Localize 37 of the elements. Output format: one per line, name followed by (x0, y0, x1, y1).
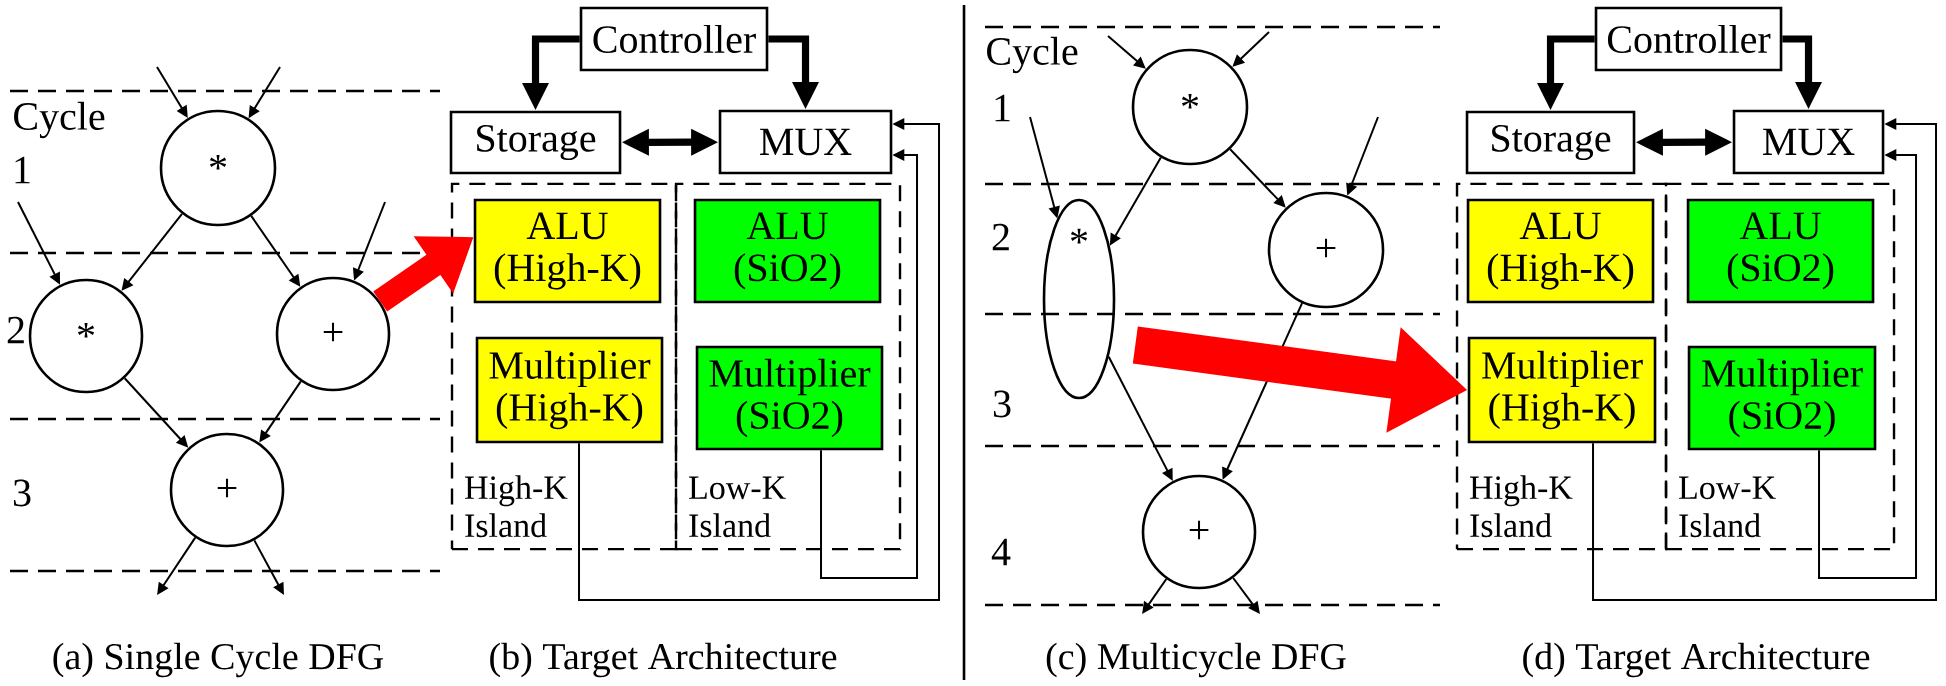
arrow (1592, 118, 1937, 601)
block-box: Storage (1465, 110, 1636, 175)
functional-unit-box: ALU (High-K) (473, 198, 662, 304)
cycle-number: 3 (13, 479, 31, 507)
panel-caption: (b) Target Architecture (490, 642, 837, 678)
block-box: Storage (449, 110, 622, 175)
cycle-number: 3 (993, 390, 1011, 418)
block-box: MUX (718, 109, 893, 175)
arrow (1107, 35, 1146, 69)
arrow (820, 149, 918, 579)
block-box: Controller (579, 6, 769, 72)
panel-caption: (a) Single Cycle DFG (53, 642, 384, 678)
functional-unit-box: ALU (High-K) (1466, 198, 1655, 304)
arrow (157, 536, 197, 595)
arrow (1818, 149, 1918, 579)
functional-unit-box: Multiplier (SiO2) (1687, 345, 1877, 451)
arrow (1142, 578, 1168, 614)
functional-unit-box: Multiplier (High-K) (475, 336, 664, 444)
block-box: MUX (1732, 109, 1885, 175)
functional-unit-box: ALU (SiO2) (693, 198, 882, 304)
functional-unit-box: ALU (SiO2) (1686, 198, 1875, 304)
arrow (1232, 577, 1260, 614)
arrow (1229, 148, 1286, 208)
cycle-number: 1 (995, 94, 1010, 122)
arrow (578, 118, 940, 601)
cycle-number: 1 (15, 156, 30, 184)
cycle-label: Cycle (14, 101, 105, 139)
cycle-number: 4 (991, 538, 1011, 566)
cycle-label: Cycle (987, 36, 1078, 74)
functional-unit-box: Multiplier (High-K) (1467, 336, 1657, 444)
arrow (121, 212, 183, 291)
arrow (156, 66, 188, 118)
panel-caption: (c) Multicycle DFG (1046, 642, 1346, 678)
functional-unit-box: Multiplier (SiO2) (695, 345, 884, 451)
panel-caption: (d) Target Architecture (1523, 642, 1870, 678)
block-box: Controller (1594, 6, 1783, 72)
cycle-number: 2 (992, 223, 1009, 251)
